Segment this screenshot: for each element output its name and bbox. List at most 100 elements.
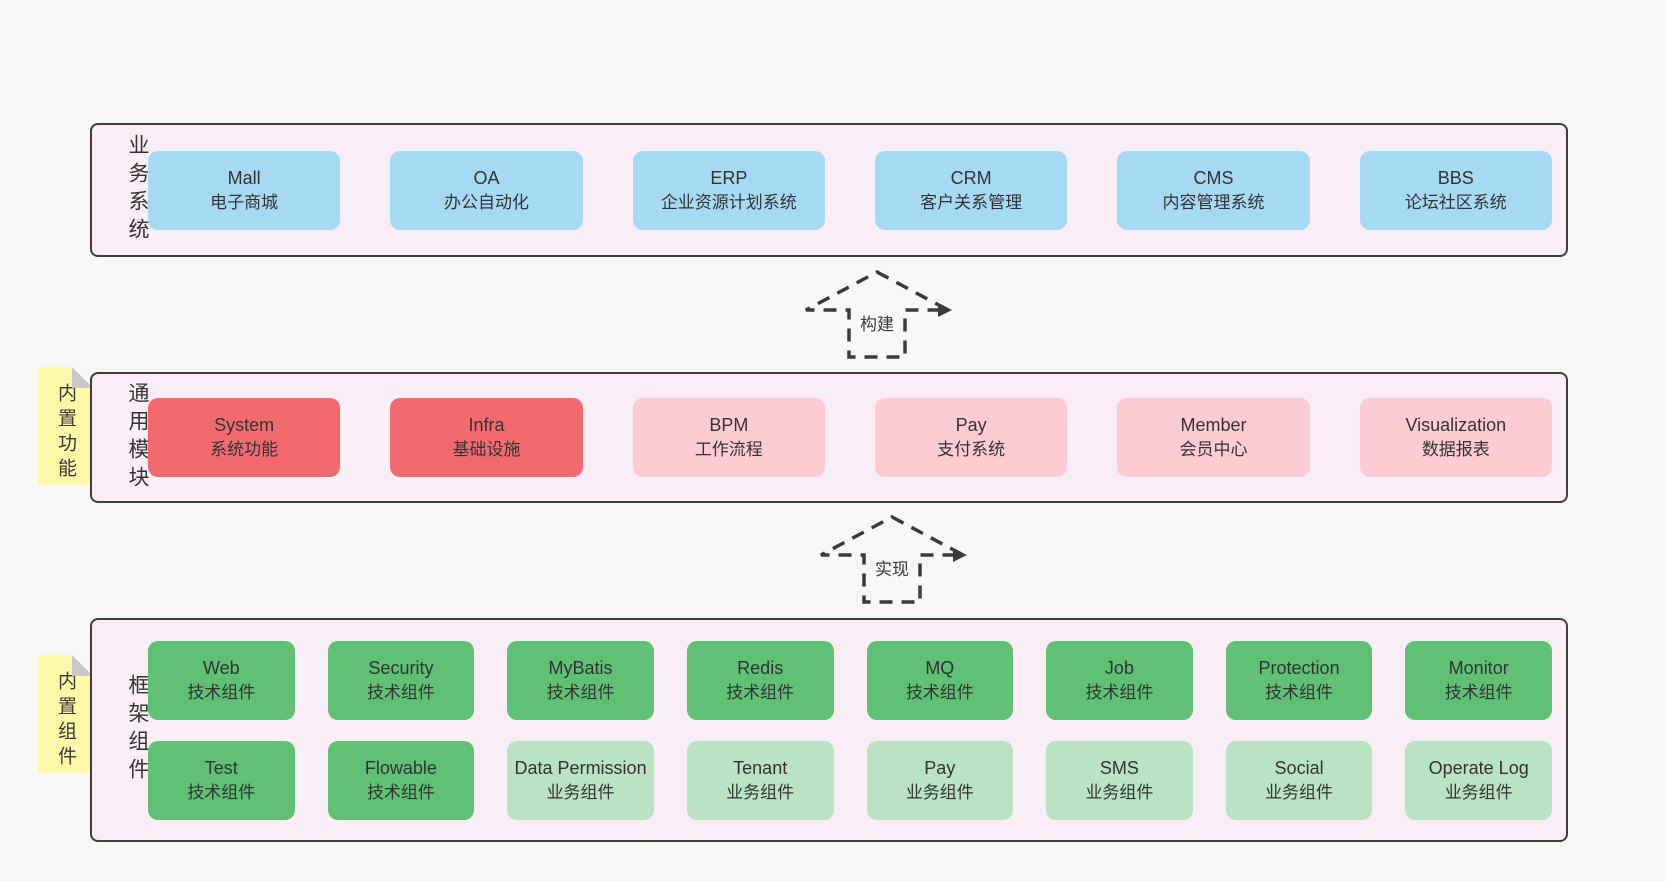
box-name: System	[214, 415, 275, 436]
diagram-box-cms: CMS 内容管理系统	[1117, 150, 1310, 230]
diagram-box-bpm: BPM 工作流程	[632, 398, 825, 477]
arrow-up-dashed-icon	[805, 270, 952, 359]
box-desc: 技术组件	[187, 782, 256, 802]
diagram-box-tenant: Tenant 业务组件	[686, 740, 834, 820]
box-name: Pay	[924, 757, 956, 778]
diagram-box-flowable: Flowable 技术组件	[327, 740, 475, 820]
arrow-build: 构建	[802, 268, 952, 362]
box-desc: 系统功能	[210, 440, 279, 460]
box-desc: 业务组件	[726, 782, 795, 802]
box-desc: 支付系统	[937, 440, 1006, 460]
box-desc: 技术组件	[366, 782, 435, 802]
arrow-up-dashed-icon	[820, 515, 967, 604]
sticky-note-built-in-features: 内置功能	[38, 367, 93, 485]
box-desc: 数据报表	[1421, 440, 1490, 460]
note-text: 内置组件	[55, 671, 76, 771]
box-desc: 客户关系管理	[920, 192, 1023, 212]
box-name: Tenant	[733, 757, 788, 778]
diagram-box-protection: Protection 技术组件	[1225, 640, 1373, 720]
note-fold-corner-icon	[72, 367, 93, 388]
box-name: BBS	[1437, 167, 1474, 188]
diagram-box-system: System 系统功能	[148, 398, 341, 477]
note-text: 内置功能	[55, 383, 76, 483]
diagram-box-visualization: Visualization 数据报表	[1359, 398, 1552, 477]
box-name: OA	[473, 167, 500, 188]
box-name: SMS	[1099, 757, 1139, 778]
diagram-box-sms: SMS 业务组件	[1046, 740, 1193, 820]
box-name: Job	[1104, 657, 1134, 678]
box-desc: 业务组件	[546, 782, 615, 802]
box-name: Infra	[468, 415, 505, 436]
diagram-box-social: Social 业务组件	[1225, 740, 1373, 820]
box-desc: 技术组件	[1265, 682, 1334, 702]
box-name: Web	[202, 657, 240, 678]
arrow-implement-label: 实现	[871, 553, 913, 586]
diagram-box-crm: CRM 客户关系管理	[874, 150, 1068, 230]
box-desc: 技术组件	[726, 682, 795, 702]
box-name: MQ	[925, 657, 955, 678]
diagram-box-bbs: BBS 论坛社区系统	[1359, 150, 1552, 230]
diagram-box-pay: Pay 业务组件	[866, 740, 1014, 820]
diagram-box-test: Test 技术组件	[148, 740, 295, 820]
box-desc: 工作流程	[694, 440, 763, 460]
box-name: Mall	[227, 167, 261, 188]
diagram-box-security: Security 技术组件	[327, 640, 475, 720]
box-name: CRM	[950, 167, 992, 188]
box-desc: 技术组件	[546, 682, 615, 702]
box-name: CMS	[1193, 167, 1234, 188]
box-name: Member	[1180, 415, 1247, 436]
box-name: BPM	[709, 415, 749, 436]
diagram-box-monitor: Monitor 技术组件	[1405, 640, 1552, 720]
diagram-box-operate-log: Operate Log 业务组件	[1405, 740, 1552, 820]
box-name: Data Permission	[514, 757, 647, 778]
box-desc: 业务组件	[1265, 782, 1334, 802]
box-desc: 会员中心	[1179, 440, 1248, 460]
box-name: Protection	[1258, 657, 1340, 678]
box-desc: 技术组件	[1085, 682, 1154, 702]
diagram-box-mall: Mall 电子商城	[148, 150, 341, 230]
box-desc: 论坛社区系统	[1404, 192, 1507, 212]
box-name: ERP	[710, 167, 748, 188]
diagram-box-pay: Pay 支付系统	[874, 398, 1068, 477]
diagram-box-job: Job 技术组件	[1046, 640, 1193, 720]
layer-common-modules: 通用模块 System 系统功能 Infra 基础设施 BPM 工作流程 Pay 支付系统 Me…	[90, 372, 1568, 503]
box-name: Pay	[955, 415, 987, 436]
modules-boxes-area: System 系统功能 Infra 基础设施 BPM 工作流程 Pay 支付系统 Member 会…	[148, 398, 1566, 477]
arrow-implement: 实现	[817, 513, 967, 607]
box-name: Security	[368, 657, 434, 678]
box-desc: 业务组件	[1085, 782, 1154, 802]
box-desc: 基础设施	[452, 440, 521, 460]
box-name: Redis	[737, 657, 784, 678]
box-desc: 内容管理系统	[1162, 192, 1265, 212]
box-name: Visualization	[1405, 415, 1507, 436]
box-name: Social	[1274, 757, 1324, 778]
box-name: MyBatis	[548, 657, 613, 678]
diagram-box-infra: Infra 基础设施	[390, 398, 583, 477]
modules-boxes-row: System 系统功能 Infra 基础设施 BPM 工作流程 Pay 支付系统 Member 会…	[148, 398, 1552, 477]
layer-label-modules: 通用模块	[126, 381, 149, 494]
box-name: Operate Log	[1428, 757, 1529, 778]
box-name: Test	[204, 757, 238, 778]
box-desc: 业务组件	[905, 782, 974, 802]
diagram-box-member: Member 会员中心	[1117, 398, 1310, 477]
box-desc: 技术组件	[187, 682, 256, 702]
box-name: Flowable	[364, 757, 437, 778]
box-desc: 技术组件	[366, 682, 435, 702]
box-name: Monitor	[1448, 657, 1509, 678]
diagram-box-redis: Redis 技术组件	[686, 640, 834, 720]
diagram-box-web: Web 技术组件	[148, 640, 295, 720]
box-desc: 技术组件	[1444, 682, 1513, 702]
box-desc: 业务组件	[1444, 782, 1513, 802]
box-desc: 电子商城	[210, 192, 279, 212]
